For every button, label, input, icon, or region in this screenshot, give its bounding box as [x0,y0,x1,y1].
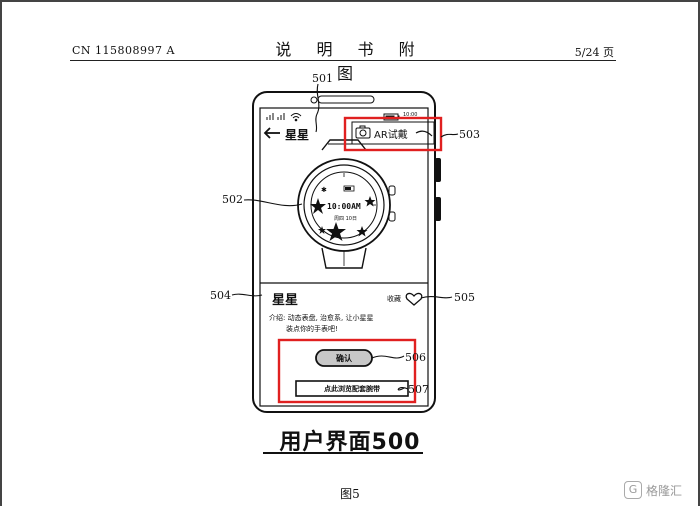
camera-icon [355,125,371,139]
status-bar-time: 10:00 [403,112,418,118]
heart-icon[interactable] [405,292,423,306]
ref-label-501: 501 [312,72,333,85]
front-camera [310,96,318,104]
leader-505 [420,296,453,299]
product-name: 星星 [272,293,299,308]
figure-label: 图5 [340,487,360,501]
header-rule [70,60,616,61]
speaker-slot [317,95,375,104]
watermark-logo-icon: G [624,481,642,499]
star-icon [326,222,346,241]
caption-underline [263,452,423,454]
bluetooth-icon: ✱ [321,186,327,194]
scan-border-top [0,0,700,2]
ar-button-curl [415,130,433,137]
back-arrow-icon[interactable] [263,127,280,139]
watch-face-time: 10:00AM [327,202,361,211]
description-line-1: 介绍: 动态表盘, 治愈系, 让小星星 [269,314,374,322]
side-button-1 [435,158,441,182]
leader-502 [243,199,303,207]
watch-battery-icon [343,185,355,192]
signal-icon [266,113,285,120]
side-button-2 [435,197,441,221]
description-line-2: 装点你的手表吧! [286,325,338,333]
page-indicator: 5/24 页 [574,46,614,59]
star-icons [310,196,376,241]
phone-outline [252,91,436,413]
ref-label-505: 505 [454,291,475,304]
leader-507 [397,387,409,391]
wifi-icon [290,113,302,122]
watermark: G 格隆汇 [624,479,700,501]
ref-label-503: 503 [459,128,480,141]
phone-screen [259,107,429,407]
highlight-box-actions [277,338,417,404]
ref-label-502: 502 [222,193,243,206]
leader-506 [371,355,405,359]
watch-face-date: 周四 10日 [334,216,357,222]
section-title: 说 明 书 附 图 [275,40,425,83]
watermark-text: 格隆汇 [646,484,683,498]
scan-border-left [0,0,2,506]
scan-border-right [698,0,700,506]
star-icon [356,226,368,237]
ref-label-506: 506 [405,351,426,364]
ref-label-507: 507 [408,383,429,396]
patent-number: CN 115808997 A [72,44,175,57]
leader-501 [315,83,320,133]
star-icon [310,198,326,214]
ar-tryon-button-frame [351,121,435,145]
favorite-label[interactable]: 收藏 [387,295,401,303]
star-icon [318,226,326,234]
leader-504 [231,293,263,297]
ar-tryon-button[interactable]: AR试戴 [374,130,408,141]
page-title: 星星 [285,128,310,142]
ref-label-504: 504 [210,289,231,302]
star-icon [364,196,376,207]
browse-strap-button[interactable]: 点此浏览配套腕带 [324,385,380,393]
leader-lines [231,83,459,391]
figure-caption: 用户界面500 [279,430,421,455]
confirm-button[interactable]: 确认 [336,354,352,363]
highlight-box-ar [343,116,443,152]
leader-503 [440,133,459,138]
